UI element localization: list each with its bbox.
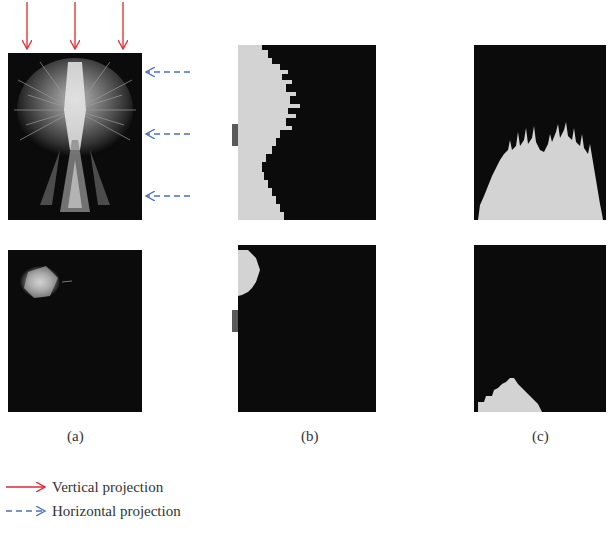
legend-samples	[6, 487, 44, 511]
vertical-projection-bottom	[474, 245, 606, 412]
source-image-bottom	[8, 250, 142, 412]
panel-label: (c)	[532, 428, 549, 445]
legend-text: Horizontal projection	[52, 503, 181, 520]
horizontal-projection-top	[238, 45, 376, 220]
vertical-projection-top	[474, 45, 606, 220]
horizontal-arrows	[147, 72, 190, 196]
horizontal-projection-bottom	[238, 245, 376, 412]
vertical-arrows	[27, 2, 123, 48]
legend-text: Vertical projection	[52, 479, 163, 496]
panel-label: (b)	[301, 428, 319, 445]
source-image-top	[8, 53, 142, 220]
panel-label: (a)	[67, 428, 84, 445]
